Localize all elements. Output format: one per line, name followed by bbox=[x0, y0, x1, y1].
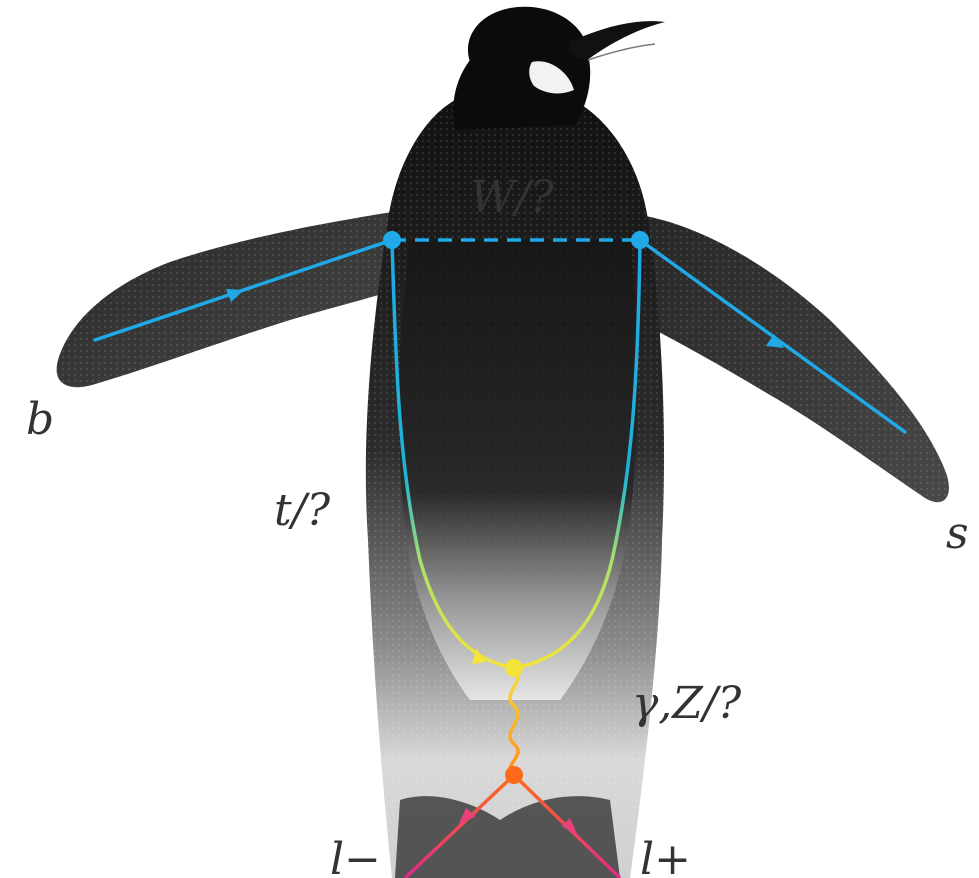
penguin-silhouette bbox=[57, 7, 949, 878]
feynman-vertex-dot bbox=[383, 231, 401, 249]
label-lepton-plus: l+ bbox=[640, 834, 691, 878]
label-b: b bbox=[26, 394, 54, 445]
beak bbox=[570, 21, 665, 59]
label-w-boson: W/? bbox=[470, 172, 554, 223]
feynman-vertex-dot bbox=[505, 659, 523, 677]
feynman-vertex-dot bbox=[631, 231, 649, 249]
label-lepton-minus: l− bbox=[330, 834, 381, 878]
feynman-vertex-dot bbox=[505, 766, 523, 784]
label-s: s bbox=[946, 508, 969, 559]
label-top-quark: t/? bbox=[274, 485, 331, 536]
label-gamma-z: γ,Z/? bbox=[632, 678, 742, 729]
